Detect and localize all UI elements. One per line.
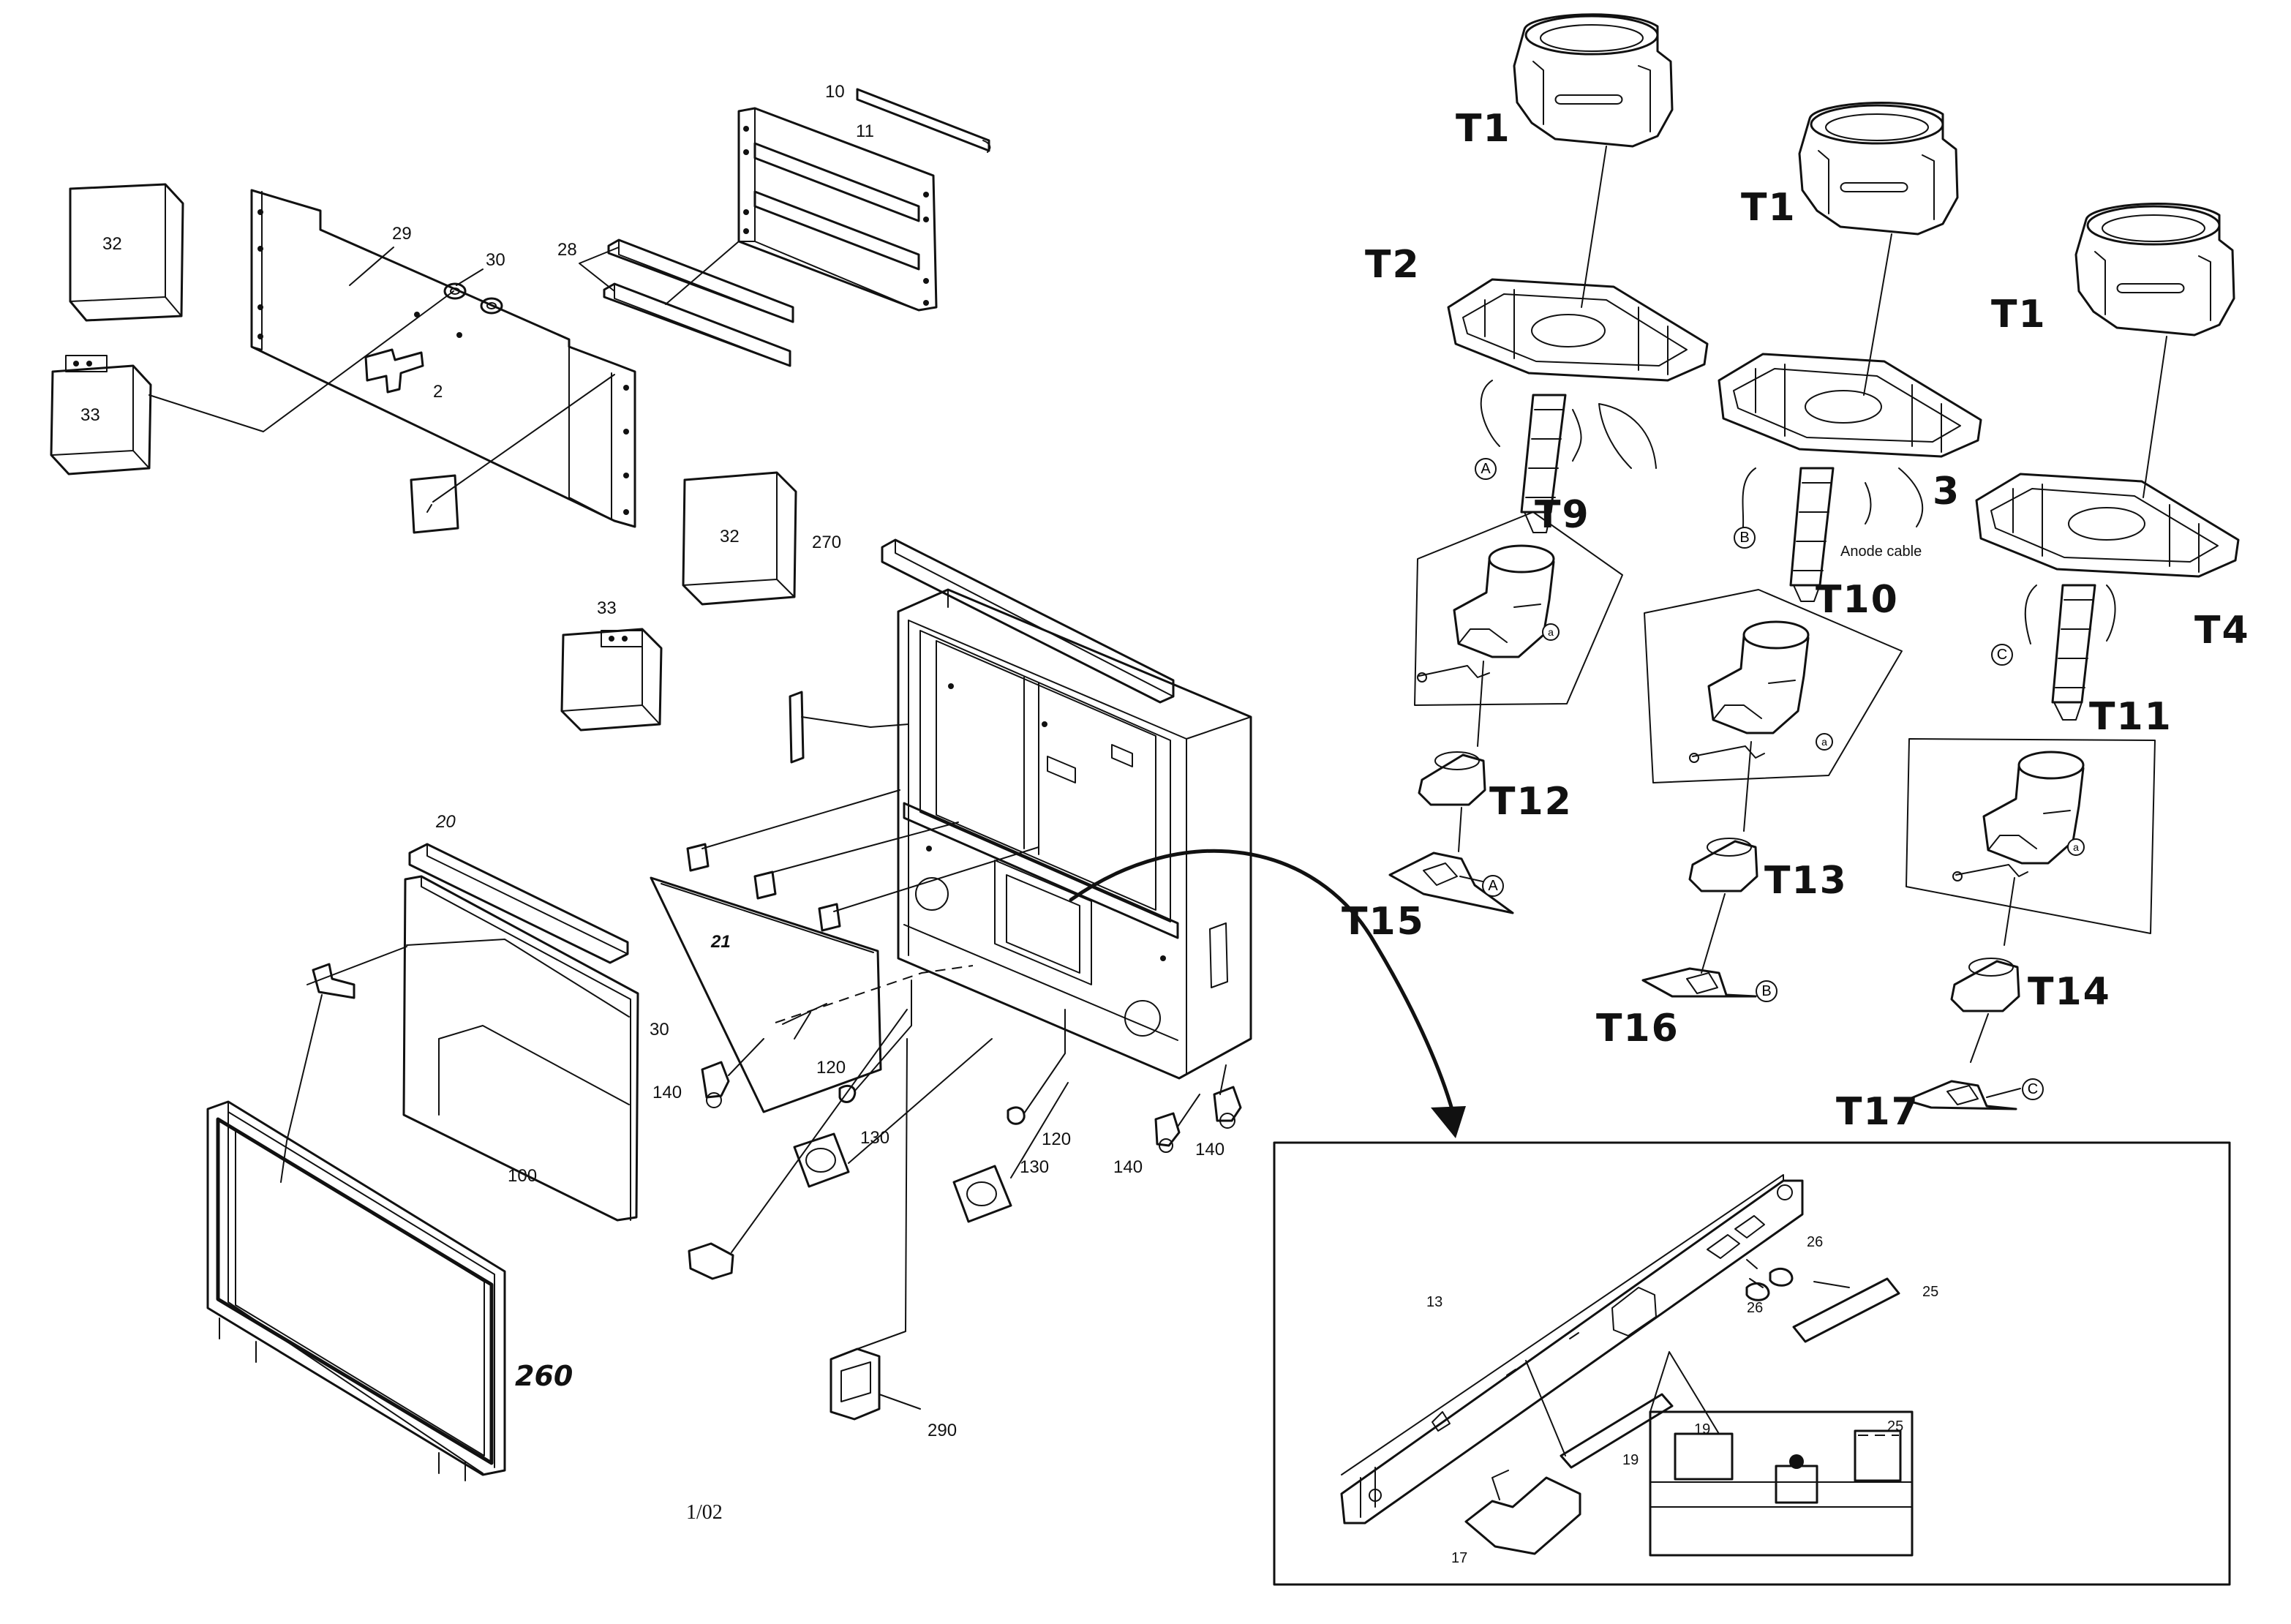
front-frame-260 <box>206 1100 506 1481</box>
callout-20: 20 <box>436 812 456 832</box>
marker-b-socket: B <box>1756 980 1778 1002</box>
power-unit-290 <box>830 1038 921 1421</box>
speaker-pad-33-middle <box>560 628 663 732</box>
callout-11: 11 <box>856 121 874 141</box>
inset-zoom-box <box>1649 1351 1914 1557</box>
speaker-pad-32-top <box>69 183 184 322</box>
callout-100: 100 <box>508 1166 538 1186</box>
callout-32-middle: 32 <box>720 527 740 546</box>
callout-130-left: 130 <box>860 1128 890 1148</box>
anode-cable-label: Anode cable <box>1840 544 1922 560</box>
tube-assembly-2 <box>1641 102 1982 998</box>
foot-120-b <box>1007 1009 1066 1125</box>
callout-25-board: 25 <box>1922 1284 1939 1300</box>
circuit-board-29 <box>148 189 636 534</box>
spacer-26 <box>1745 1267 1794 1301</box>
tube-assembly-3 <box>1905 203 2240 1110</box>
callout-26-bottom: 26 <box>1747 1300 1764 1316</box>
callout-290: 290 <box>928 1421 958 1440</box>
detail-arrow <box>1069 849 1466 1138</box>
callout-33-middle: 33 <box>597 598 617 618</box>
label-t1-group2: T1 <box>1741 186 1797 230</box>
callout-140-left: 140 <box>652 1083 682 1102</box>
label-t12: T12 <box>1489 780 1573 824</box>
callout-17: 17 <box>1451 1550 1468 1566</box>
control-board-13 <box>1340 1174 1804 1525</box>
marker-b-group2: B <box>1734 527 1756 549</box>
callout-21: 21 <box>711 932 731 952</box>
support-bars-28 <box>579 238 794 367</box>
callout-30-screen: 30 <box>650 1020 669 1040</box>
caster-140-b <box>1154 1094 1200 1153</box>
callout-140-right: 140 <box>1195 1140 1225 1159</box>
marker-a-group1: A <box>1475 458 1497 480</box>
speaker-130-a <box>793 1038 993 1188</box>
callout-29: 29 <box>392 224 412 244</box>
callout-28: 28 <box>557 240 577 260</box>
sensor-board-19 <box>1525 1360 1674 1469</box>
callout-13: 13 <box>1426 1294 1443 1310</box>
detail-inset-frame <box>1273 1141 2231 1586</box>
back-panel-11 <box>737 107 938 312</box>
marker-a-socket: A <box>1482 875 1504 897</box>
caster-140-a <box>701 1038 764 1108</box>
label-3: 3 <box>1933 470 1961 514</box>
speaker-pad-32-middle <box>682 471 797 606</box>
label-t2: T2 <box>1365 243 1421 287</box>
tube-assembly-1 <box>1388 13 1709 914</box>
callout-120-left: 120 <box>816 1058 846 1078</box>
callout-2: 2 <box>433 382 443 402</box>
callout-25-zoom: 25 <box>1887 1418 1904 1435</box>
footer-date-code: 1/02 <box>686 1501 723 1524</box>
speaker-130-b <box>952 1082 1069 1223</box>
callout-10: 10 <box>825 82 845 102</box>
bracket-lower <box>688 1009 908 1280</box>
callout-33-left: 33 <box>80 405 100 425</box>
marker-c-group3: C <box>1991 644 2013 666</box>
callout-130-right: 130 <box>1020 1157 1050 1177</box>
marker-c-socket: C <box>2022 1078 2044 1100</box>
bracket-top-left <box>280 963 356 1183</box>
label-t17: T17 <box>1836 1090 1919 1134</box>
lower-front-panel-21 <box>650 789 1039 1113</box>
marker-small-a-t11: a <box>2067 838 2085 856</box>
label-t4: T4 <box>2194 609 2250 653</box>
label-t15: T15 <box>1342 900 1425 944</box>
callout-19-board: 19 <box>1622 1452 1639 1468</box>
callout-140-middle: 140 <box>1113 1157 1143 1177</box>
callout-19-zoom: 19 <box>1694 1421 1711 1437</box>
marker-small-a-t9: a <box>1542 623 1560 641</box>
bracket-17 <box>1464 1470 1581 1555</box>
label-t11: T11 <box>2089 695 2172 739</box>
label-t1-group3: T1 <box>1991 293 2047 337</box>
callout-260: 260 <box>515 1360 573 1392</box>
callout-32-top: 32 <box>102 234 122 254</box>
label-t14: T14 <box>2028 970 2111 1014</box>
callout-120-right: 120 <box>1042 1129 1072 1149</box>
callout-30-washers: 30 <box>486 250 505 270</box>
label-t1-group1: T1 <box>1456 107 1511 151</box>
label-t10: T10 <box>1816 578 1899 622</box>
top-rail-10 <box>856 88 991 153</box>
screen-rail-20 <box>408 843 629 964</box>
speaker-pad-33-left <box>50 355 152 475</box>
remote-receiver-25 <box>1792 1277 1900 1343</box>
cabinet <box>789 538 1252 1080</box>
label-t13: T13 <box>1764 859 1848 903</box>
label-t16: T16 <box>1596 1007 1679 1050</box>
label-t9: T9 <box>1535 493 1590 537</box>
foot-120-a <box>838 980 912 1103</box>
callout-26-top: 26 <box>1807 1234 1824 1250</box>
caster-140-c <box>1213 1064 1242 1129</box>
callout-270: 270 <box>812 533 842 552</box>
screen-lens-100 <box>306 875 639 1222</box>
marker-small-a-t10: a <box>1816 733 1833 751</box>
